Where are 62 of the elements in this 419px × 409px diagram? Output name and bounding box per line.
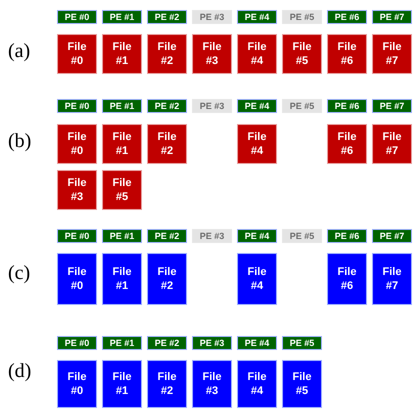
processor-tag: PE #2 — [147, 229, 187, 243]
processor-tag: PE #6 — [327, 99, 367, 113]
processor-tag: PE #5 — [282, 10, 322, 24]
file-block: File #3 — [192, 360, 232, 408]
file-block: File #7 — [372, 124, 412, 164]
processor-tag: PE #1 — [102, 229, 142, 243]
panel-label: (b) — [8, 130, 32, 153]
file-block: File #0 — [57, 253, 97, 305]
processor-tag: PE #3 — [192, 336, 232, 350]
processor-tag: PE #4 — [237, 99, 277, 113]
file-block: File #1 — [102, 253, 142, 305]
processor-tag: PE #4 — [237, 10, 277, 24]
processor-tag: PE #5 — [282, 99, 322, 113]
processor-tag: PE #2 — [147, 99, 187, 113]
file-block: File #7 — [372, 34, 412, 74]
file-block: File #4 — [237, 360, 277, 408]
file-block: File #1 — [102, 124, 142, 164]
processor-tag: PE #1 — [102, 336, 142, 350]
file-block: File #5 — [102, 170, 142, 210]
panel-label: (c) — [8, 262, 30, 285]
processor-tag: PE #4 — [237, 229, 277, 243]
file-block: File #0 — [57, 360, 97, 408]
file-block: File #1 — [102, 360, 142, 408]
processor-tag: PE #5 — [282, 336, 322, 350]
processor-tag: PE #7 — [372, 229, 412, 243]
file-block: File #3 — [57, 170, 97, 210]
processor-tag: PE #3 — [192, 99, 232, 113]
file-block: File #0 — [57, 34, 97, 74]
processor-tag: PE #2 — [147, 336, 187, 350]
processor-tag: PE #0 — [57, 10, 97, 24]
file-block: File #5 — [282, 360, 322, 408]
file-block: File #2 — [147, 360, 187, 408]
file-block: File #3 — [192, 34, 232, 74]
file-block: File #6 — [327, 34, 367, 74]
processor-tag: PE #6 — [327, 10, 367, 24]
file-block: File #2 — [147, 124, 187, 164]
file-block: File #4 — [237, 34, 277, 74]
panel-label: (a) — [8, 40, 30, 63]
processor-tag: PE #7 — [372, 10, 412, 24]
processor-tag: PE #0 — [57, 229, 97, 243]
processor-tag: PE #1 — [102, 10, 142, 24]
processor-tag: PE #3 — [192, 229, 232, 243]
processor-tag: PE #7 — [372, 99, 412, 113]
file-block: File #2 — [147, 34, 187, 74]
file-block: File #7 — [372, 253, 412, 305]
processor-tag: PE #0 — [57, 99, 97, 113]
processor-tag: PE #5 — [282, 229, 322, 243]
file-block: File #4 — [237, 253, 277, 305]
processor-tag: PE #6 — [327, 229, 367, 243]
processor-tag: PE #0 — [57, 336, 97, 350]
processor-tag: PE #2 — [147, 10, 187, 24]
file-block: File #2 — [147, 253, 187, 305]
panel-label: (d) — [8, 360, 32, 383]
processor-tag: PE #4 — [237, 336, 277, 350]
file-block: File #0 — [57, 124, 97, 164]
file-block: File #6 — [327, 124, 367, 164]
processor-tag: PE #3 — [192, 10, 232, 24]
file-block: File #1 — [102, 34, 142, 74]
file-block: File #6 — [327, 253, 367, 305]
file-block: File #4 — [237, 124, 277, 164]
file-block: File #5 — [282, 34, 322, 74]
processor-tag: PE #1 — [102, 99, 142, 113]
